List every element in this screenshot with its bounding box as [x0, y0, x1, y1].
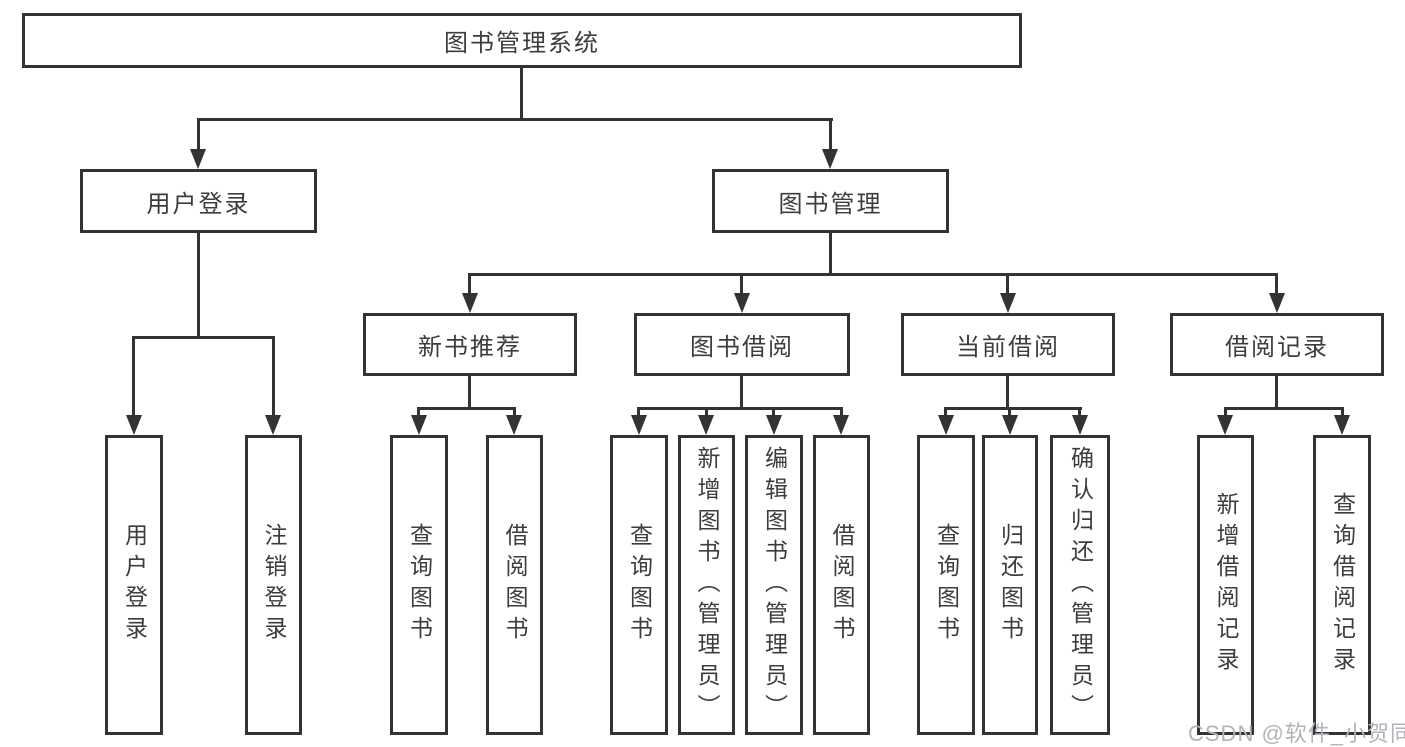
node-borrow-records-label: 借阅记录 — [1225, 334, 1329, 361]
node-book-borrow: 图书借阅 — [634, 313, 850, 376]
arrow-down-icon — [1000, 293, 1016, 313]
node-root-label: 图书管理系统 — [444, 30, 600, 57]
arrow-down-icon — [631, 415, 647, 435]
connector-drop — [1341, 410, 1344, 417]
arrow-down-icon — [1217, 415, 1233, 435]
connector-borrow-stem — [740, 376, 743, 410]
arrow-down-icon — [506, 415, 522, 435]
connector-borrow-branch — [637, 407, 843, 410]
node-current-borrow: 当前借阅 — [901, 313, 1115, 376]
arrow-down-icon — [1002, 415, 1018, 435]
node-new-book-recommend-label: 新书推荐 — [418, 334, 522, 361]
leaf-borrow-books: 借阅图书 — [486, 435, 543, 735]
node-book-borrow-label: 图书借阅 — [690, 334, 794, 361]
arrow-down-icon — [265, 415, 281, 435]
connector-recommend-stem — [468, 376, 471, 410]
leaf-label: 查询图书 — [406, 523, 433, 647]
watermark: CSDN @软件_小贺同学 — [1188, 721, 1405, 746]
leaf-label: 查询借阅记录 — [1329, 492, 1356, 678]
leaf-label: 新增图书（管理员） — [694, 445, 720, 725]
node-book-management-label: 图书管理 — [778, 190, 883, 218]
connector-user-login-stem — [197, 233, 200, 339]
connector-drop-logout-leaf — [272, 339, 275, 417]
connector-drop — [1078, 410, 1081, 417]
leaf-add-books-admin: 新增图书（管理员） — [678, 435, 735, 735]
connector-drop-current — [1006, 276, 1009, 295]
connector-drop — [772, 410, 775, 417]
node-user-login: 用户登录 — [80, 169, 317, 233]
leaf-logout: 注销登录 — [245, 435, 302, 735]
leaf-label: 借阅图书 — [829, 523, 855, 647]
arrow-down-icon — [734, 293, 750, 313]
leaf-label: 查询图书 — [933, 523, 960, 647]
node-borrow-records: 借阅记录 — [1170, 313, 1384, 376]
connector-drop-borrow — [740, 276, 743, 295]
arrow-down-icon — [822, 149, 838, 169]
connector-root-branch — [197, 118, 833, 121]
connector-book-management-stem — [829, 233, 832, 276]
arrow-down-icon — [1334, 415, 1350, 435]
arrow-down-icon — [190, 149, 206, 169]
connector-current-stem — [1006, 376, 1009, 410]
leaf-return-books: 归还图书 — [982, 435, 1038, 735]
leaf-borrow-books: 借阅图书 — [813, 435, 870, 735]
arrow-down-icon — [938, 415, 954, 435]
leaf-add-borrow-record: 新增借阅记录 — [1197, 435, 1254, 735]
connector-current-branch — [944, 407, 1082, 410]
leaf-query-books: 查询图书 — [917, 435, 975, 735]
connector-drop-book-management — [829, 121, 832, 151]
arrow-down-icon — [766, 415, 782, 435]
leaf-label: 用户登录 — [121, 523, 148, 647]
connector-drop — [1008, 410, 1011, 417]
connector-drop — [705, 410, 708, 417]
node-new-book-recommend: 新书推荐 — [363, 313, 577, 376]
leaf-query-books: 查询图书 — [390, 435, 448, 735]
arrow-down-icon — [411, 415, 427, 435]
connector-records-branch — [1224, 407, 1344, 410]
connector-drop — [1224, 410, 1227, 417]
leaf-edit-books-admin: 编辑图书（管理员） — [745, 435, 803, 735]
leaf-label: 归还图书 — [997, 523, 1024, 647]
leaf-label: 新增借阅记录 — [1213, 492, 1239, 678]
node-root: 图书管理系统 — [22, 13, 1022, 68]
arrow-down-icon — [833, 415, 849, 435]
leaf-label: 确认归还（管理员） — [1067, 445, 1094, 725]
leaf-label: 注销登录 — [261, 523, 287, 647]
connector-drop — [417, 410, 420, 417]
leaf-confirm-return-admin: 确认归还（管理员） — [1050, 435, 1110, 735]
connector-drop — [637, 410, 640, 417]
leaf-user-login: 用户登录 — [105, 435, 163, 735]
connector-book-management-branch — [468, 273, 1278, 276]
leaf-label: 查询图书 — [626, 523, 653, 647]
connector-drop-login-leaf — [132, 339, 135, 417]
leaf-query-books: 查询图书 — [610, 435, 668, 735]
node-book-management: 图书管理 — [712, 169, 949, 233]
connector-drop — [944, 410, 947, 417]
leaf-query-borrow-record: 查询借阅记录 — [1313, 435, 1371, 735]
arrow-down-icon — [1269, 293, 1285, 313]
leaf-label: 编辑图书（管理员） — [761, 445, 788, 725]
leaf-label: 借阅图书 — [502, 523, 528, 647]
connector-drop-user-login — [197, 121, 200, 151]
connector-drop — [513, 410, 516, 417]
connector-recommend-branch — [417, 407, 516, 410]
connector-drop-records — [1275, 276, 1278, 295]
connector-drop — [840, 410, 843, 417]
connector-records-stem — [1275, 376, 1278, 410]
node-current-borrow-label: 当前借阅 — [956, 334, 1060, 361]
arrow-down-icon — [462, 293, 478, 313]
connector-root-stem — [520, 68, 523, 121]
arrow-down-icon — [698, 415, 714, 435]
connector-drop-recommend — [468, 276, 471, 295]
node-user-login-label: 用户登录 — [146, 190, 251, 218]
connector-user-login-branch — [132, 336, 275, 339]
arrow-down-icon — [126, 415, 142, 435]
arrow-down-icon — [1072, 415, 1088, 435]
